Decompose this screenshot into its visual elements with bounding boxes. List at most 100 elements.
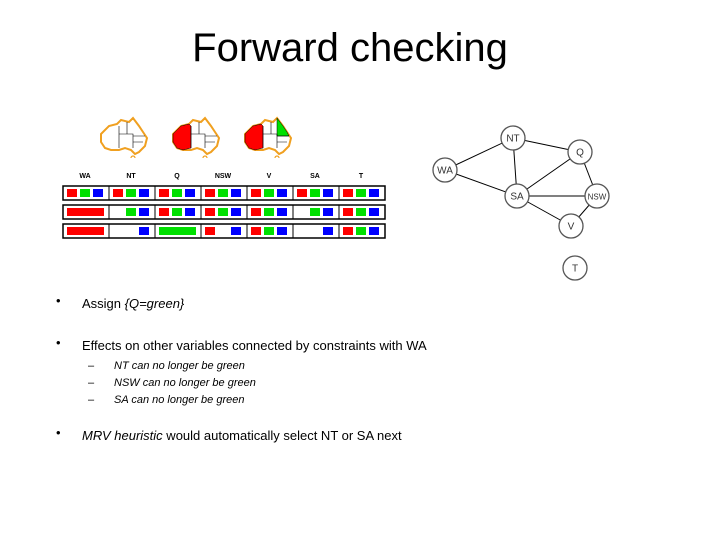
australia-map-sequence [100, 116, 293, 158]
domain-value-blue [277, 189, 287, 197]
table-row [62, 223, 386, 239]
domain-value-green [126, 189, 136, 197]
node-label-v: V [568, 222, 575, 233]
sub-bullet-text: NT can no longer be green [114, 360, 245, 372]
domain-value-blue [185, 189, 195, 197]
domain-value-green [172, 208, 182, 216]
table-header-sa: SA [310, 173, 320, 180]
domain-value-red [251, 227, 261, 235]
node-wa [432, 157, 458, 183]
domain-value-green [356, 208, 366, 216]
domain-assigned-red [67, 227, 104, 235]
table-header-v: V [267, 173, 272, 180]
domain-value-blue [323, 227, 333, 235]
domain-value-red [67, 189, 77, 197]
australia-map-1 [100, 116, 149, 158]
domain-value-green [310, 189, 320, 197]
domain-value-blue [369, 208, 379, 216]
node-nt [500, 125, 526, 151]
edge-q-sa [516, 151, 581, 197]
domain-value-blue [231, 208, 241, 216]
domain-value-red [343, 227, 353, 235]
domain-value-red [205, 227, 215, 235]
domain-value-green [264, 189, 274, 197]
sub-bullet-marker: – [88, 360, 95, 372]
bullet-mrv-term: MRV heuristic [82, 428, 163, 443]
domain-value-blue [231, 227, 241, 235]
domain-value-green [172, 189, 182, 197]
region-borders [118, 122, 145, 148]
node-label-t: T [572, 264, 578, 275]
region-t [274, 155, 280, 158]
node-nsw [584, 183, 610, 209]
sub-bullet-text: NSW can no longer be green [114, 377, 256, 389]
node-label-wa: WA [437, 166, 453, 177]
region-q [276, 117, 290, 137]
domain-value-blue [231, 189, 241, 197]
node-v [558, 213, 584, 239]
bullet-mrv-rest: would automatically select NT or SA next [162, 428, 402, 443]
domain-value-blue [369, 189, 379, 197]
domain-value-red [297, 189, 307, 197]
domain-value-blue [323, 208, 333, 216]
bullet-effects-text: Effects on other variables connected by … [82, 338, 427, 353]
domain-value-green [264, 208, 274, 216]
australia-map-2 [172, 116, 221, 158]
domain-assigned-red [67, 208, 104, 216]
table-header-nt: NT [126, 173, 136, 180]
node-t [562, 255, 588, 281]
domain-value-green [356, 189, 366, 197]
bullet-marker: • [56, 335, 61, 350]
domain-value-red [205, 189, 215, 197]
domain-value-green [310, 208, 320, 216]
node-label-nsw: NSW [588, 193, 607, 202]
table-header-q: Q [174, 173, 180, 180]
bullet-assign-prefix: Assign [82, 296, 125, 311]
domain-value-blue [323, 189, 333, 197]
table-header-t: T [359, 173, 364, 180]
domain-value-green [126, 208, 136, 216]
domain-value-green [218, 208, 228, 216]
domain-value-blue [93, 189, 103, 197]
domain-value-blue [139, 208, 149, 216]
node-label-sa: SA [510, 192, 524, 203]
bullet-assign-value: {Q=green} [124, 296, 185, 311]
table-header-nsw: NSW [215, 173, 232, 180]
domain-value-blue [139, 189, 149, 197]
domain-value-green [356, 227, 366, 235]
australia-map-3 [244, 116, 293, 158]
domain-assigned-green [159, 227, 196, 235]
node-label-nt: NT [506, 134, 519, 145]
region-borders [262, 122, 289, 148]
domain-value-green [80, 189, 90, 197]
sub-bullet-text: SA can no longer be green [114, 394, 245, 406]
domain-value-blue [277, 208, 287, 216]
domain-value-red [159, 189, 169, 197]
sub-bullet-marker: – [88, 377, 95, 389]
domain-value-green [218, 189, 228, 197]
domain-value-red [205, 208, 215, 216]
bullet-marker: • [56, 425, 61, 440]
slide-title: Forward checking [192, 26, 508, 70]
region-wa [244, 123, 264, 151]
node-sa [504, 183, 530, 209]
domain-value-blue [139, 227, 149, 235]
region-t [130, 155, 136, 158]
domain-value-red [113, 189, 123, 197]
domain-value-red [251, 189, 261, 197]
domain-value-blue [277, 227, 287, 235]
edge-wa-sa [444, 169, 518, 197]
bullet-marker: • [56, 293, 61, 308]
region-wa [172, 123, 192, 151]
domain-value-red [343, 189, 353, 197]
domain-value-blue [185, 208, 195, 216]
constraint-graph: NT Q WA SA NSW V T [432, 125, 610, 281]
node-q [567, 139, 593, 165]
domain-value-blue [369, 227, 379, 235]
domain-value-red [343, 208, 353, 216]
domain-value-red [159, 208, 169, 216]
node-label-q: Q [576, 148, 584, 159]
domain-value-red [251, 208, 261, 216]
region-t [202, 155, 208, 158]
